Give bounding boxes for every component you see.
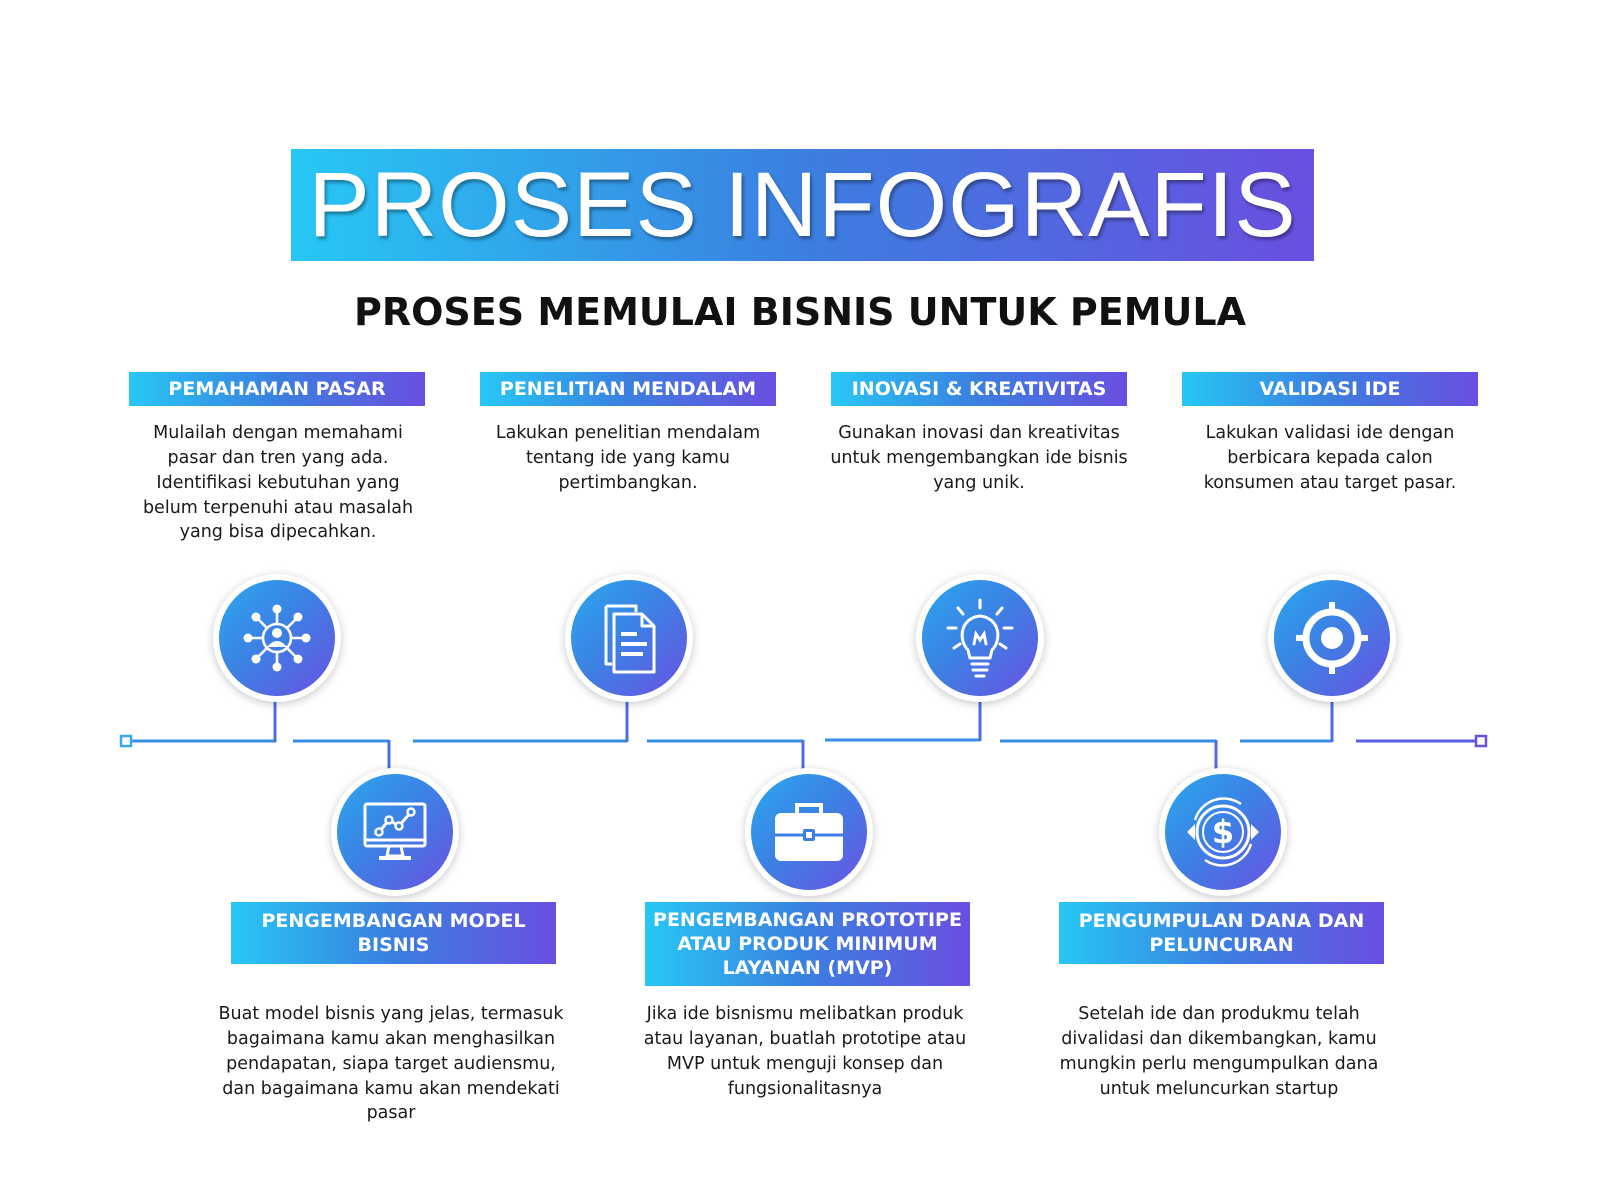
step-icon-circle-5	[331, 768, 459, 896]
monitor-chart-icon	[363, 802, 427, 860]
step-desc-validasi-ide: Lakukan validasi ide dengan berbicara ke…	[1203, 423, 1457, 493]
step-icon-circle-7: $	[1159, 768, 1287, 896]
dollar-cycle-icon: $	[1187, 797, 1259, 867]
step-label-pengembangan-model-bisnis: PENGEMBANGAN MODEL BISNIS	[231, 902, 556, 964]
step-desc-pengembangan-prototipe: Jika ide bisnismu melibatkan produk atau…	[643, 1004, 967, 1099]
step-label-pengumpulan-dana: PENGUMPULAN DANA DAN PELUNCURAN	[1059, 902, 1384, 964]
title-banner: PROSES INFOGRAFIS	[291, 149, 1314, 261]
step-desc-penelitian-mendalam: Lakukan penelitian mendalam tentang ide …	[495, 423, 761, 493]
network-people-icon	[243, 604, 311, 672]
timeline-start-marker	[119, 734, 133, 748]
step-label-penelitian-mendalam: PENELITIAN MENDALAM	[480, 372, 776, 406]
step-label-validasi-ide: VALIDASI IDE	[1182, 372, 1478, 406]
timeline-end-marker	[1474, 734, 1488, 748]
step-icon-circle-3	[916, 574, 1044, 702]
target-icon	[1296, 602, 1368, 674]
step-desc-pengumpulan-dana: Setelah ide dan produkmu telah divalidas…	[1059, 1004, 1379, 1099]
step-label-pemahaman-pasar: PEMAHAMAN PASAR	[129, 372, 425, 406]
step-label-pengembangan-prototipe: PENGEMBANGAN PROTOTIPE ATAU PRODUK MINIM…	[645, 902, 970, 986]
svg-text:$: $	[1212, 813, 1234, 851]
step-desc-inovasi-kreativitas: Gunakan inovasi dan kreativitas untuk me…	[830, 423, 1128, 493]
step-desc-pengembangan-model-bisnis: Buat model bisnis yang jelas, termasuk b…	[218, 1004, 564, 1124]
briefcase-icon	[775, 803, 843, 861]
step-desc-pemahaman-pasar: Mulailah dengan memahami pasar dan tren …	[142, 423, 414, 543]
step-label-inovasi-kreativitas: INOVASI & KREATIVITAS	[831, 372, 1127, 406]
lightbulb-icon	[946, 598, 1014, 678]
step-icon-circle-1	[213, 574, 341, 702]
step-icon-circle-6	[745, 768, 873, 896]
step-icon-circle-4	[1268, 574, 1396, 702]
page-subtitle: PROSES MEMULAI BISNIS UNTUK PEMULA	[354, 290, 1246, 334]
page-title: PROSES INFOGRAFIS	[308, 153, 1297, 256]
documents-icon	[604, 604, 656, 674]
step-icon-circle-2	[565, 574, 693, 702]
timeline-path	[132, 701, 1476, 770]
